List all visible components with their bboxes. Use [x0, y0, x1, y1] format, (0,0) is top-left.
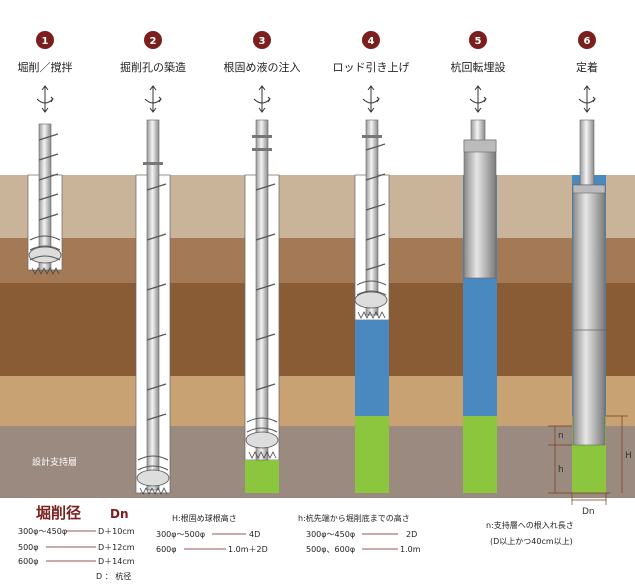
pile: [463, 139, 497, 279]
step6-bore: [572, 119, 606, 493]
step-number: 2: [150, 36, 157, 47]
legend-H-dia: 600φ: [156, 545, 177, 554]
step-label: 定着: [576, 60, 598, 74]
step-badge: [144, 31, 162, 49]
rotation-icon: [253, 85, 271, 113]
grout-bulb: [245, 460, 279, 493]
legend-n-note: (D以上かつ40cm以上): [490, 537, 573, 546]
legend-dia: 300φ～450φ: [18, 527, 67, 536]
bearing-layer: [0, 426, 635, 498]
dim-n-label: n: [558, 431, 564, 441]
soil-layer-1: [0, 175, 635, 238]
legend-d-note: D ： 杭径: [96, 571, 131, 581]
legend-dia: 600φ: [18, 557, 39, 566]
step-label: 根固め液の注入: [224, 60, 301, 74]
legend-val: D＋10cm: [98, 527, 135, 536]
legend-dn: Dn: [110, 507, 129, 521]
step-number: 3: [259, 36, 266, 47]
soil-layer-2: [0, 238, 635, 283]
legend-H-dia: 300φ～500φ: [156, 530, 205, 539]
step3-bore: [244, 119, 280, 493]
step-label: 杭回転埋設: [451, 60, 506, 74]
legend-h-dia: 500φ、600φ: [306, 545, 355, 554]
legend-n-title: n:支持層への根入れ長さ: [486, 520, 574, 530]
step-header-6: 6 定着: [576, 31, 598, 74]
dim-H-label: H: [625, 451, 632, 461]
step5-bore: [463, 119, 497, 493]
dim-h-label: h: [558, 465, 564, 475]
step-number: 6: [584, 36, 591, 47]
legend-H-val: 1.0m＋2D: [228, 545, 268, 554]
legend-h-val: 1.0m: [400, 545, 421, 554]
rotation-icon: [36, 85, 54, 113]
step-badge: [362, 31, 380, 49]
step-label: 掘削孔の築造: [120, 60, 186, 74]
step-number: 1: [42, 36, 49, 47]
step-label: 堀削／撹拌: [18, 60, 73, 74]
legend-h-dia: 300φ～450φ: [306, 530, 355, 539]
bearing-layer-label: 設計支持層: [32, 456, 77, 468]
step-number: 4: [368, 36, 375, 47]
slurry-column: [355, 320, 389, 416]
legend-dia: 500φ: [18, 543, 39, 552]
grout-bulb: [463, 416, 497, 493]
step-badge: [253, 31, 271, 49]
legend-val: D＋12cm: [98, 543, 135, 552]
soil-layer-4: [0, 376, 635, 426]
step-badge: [578, 31, 596, 49]
legend-h-val: 2D: [406, 530, 417, 539]
rotation-icon: [144, 85, 162, 113]
legend-H-val: 4D: [249, 530, 260, 539]
dim-Dn-label: Dn: [582, 507, 595, 517]
legend-H-title: H:根固め球根高さ: [172, 513, 237, 523]
dimension-lines: [548, 415, 628, 505]
rotation-icon: [362, 85, 380, 113]
rotation-icon: [578, 85, 596, 113]
pile: [572, 184, 606, 446]
grout-bulb: [355, 416, 389, 493]
step-badge: [36, 31, 54, 49]
step-header-3: 3 根固め液の注入: [224, 31, 301, 74]
legend: 堀削径 Dn 300φ～450φ D＋10cm 500φ D＋12cm 600φ…: [18, 504, 574, 581]
step-badge: [469, 31, 487, 49]
legend-val: D＋14cm: [98, 557, 135, 566]
step-header-5: 5 杭回転埋設: [451, 31, 506, 74]
step-header-2: 2 掘削孔の築造: [120, 31, 186, 74]
step2-bore: [135, 119, 171, 495]
step-number: 5: [475, 36, 482, 47]
step-header-1: 1 堀削／撹拌: [18, 31, 73, 74]
step-header-4: 4 ロッド引き上げ: [333, 31, 410, 74]
rotation-icon: [469, 85, 487, 113]
step-label: ロッド引き上げ: [333, 60, 410, 74]
legend-h-title: h:杭先端から堀削底までの高さ: [298, 513, 410, 523]
soil-layer-3: [0, 283, 635, 376]
step4-bore: [354, 119, 390, 493]
step1-bore: [27, 123, 63, 275]
legend-title: 堀削径: [36, 504, 81, 522]
